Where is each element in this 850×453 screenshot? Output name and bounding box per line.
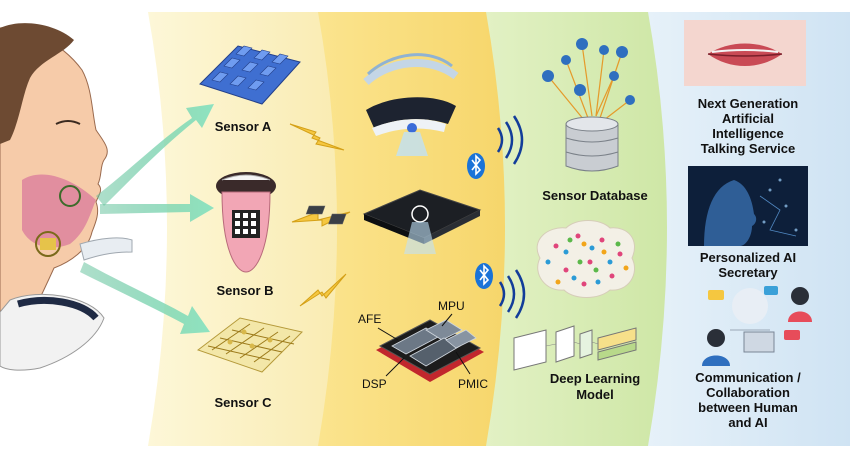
face-profile-illustration [0, 23, 133, 371]
database-icon [542, 38, 635, 172]
wireless-signal-icon [498, 269, 526, 319]
human-ai-collaboration-illustration [702, 286, 812, 366]
ai-secretary-label: Personalized AI Secretary [678, 250, 818, 280]
talking-service-line: Artificial [721, 111, 774, 126]
collaboration-line: and AI [728, 415, 768, 430]
arrow-to-sensor-c [80, 262, 210, 334]
chip-label-mpu: MPU [438, 299, 465, 313]
collaboration-line: between Human [698, 400, 798, 415]
bluetooth-icon [475, 263, 493, 289]
headset-device [363, 53, 459, 156]
deep-learning-label-line: Model [576, 387, 614, 402]
ai-secretary-line: Secretary [718, 265, 778, 280]
lips-photo [684, 20, 806, 86]
processor-chip [376, 313, 484, 382]
chip-label-afe: AFE [358, 312, 382, 326]
sensor-c-label: Sensor C [214, 395, 272, 410]
chip-label-dsp: DSP [362, 377, 387, 391]
deep-learning-schematic [513, 325, 637, 371]
bluetooth-icon [467, 153, 485, 179]
talking-service-label: Next Generation Artificial Intelligence … [678, 96, 818, 156]
chip-label-pmic: PMIC [458, 377, 488, 391]
collaboration-line: Collaboration [706, 385, 790, 400]
ai-secretary-line: Personalized AI [699, 250, 797, 265]
talking-service-line: Next Generation [697, 96, 799, 111]
sensor-b-label: Sensor B [216, 283, 274, 298]
collaboration-line: Communication / [695, 370, 801, 385]
talking-service-line: Intelligence [712, 126, 784, 141]
talking-service-line: Talking Service [700, 141, 796, 156]
sensor-a-label: Sensor A [214, 119, 272, 134]
brain-network-icon [536, 220, 635, 298]
deep-learning-label: Deep Learning Model [520, 371, 670, 403]
tongue-sensor [216, 172, 276, 273]
arrow-to-sensor-a [96, 104, 214, 206]
sensor-database-label: Sensor Database [542, 188, 648, 203]
wireless-signal-icon [496, 115, 524, 165]
ai-face-photo [688, 166, 808, 246]
signal-bolt-c [299, 273, 347, 307]
deep-learning-label-line: Deep Learning [549, 371, 641, 386]
sensor-c-circuit [196, 317, 303, 373]
sensor-a-patch [199, 45, 301, 105]
signal-bolt-a [289, 123, 345, 151]
arrow-to-sensor-b [100, 194, 214, 222]
collaboration-label: Communication / Collaboration between Hu… [678, 370, 818, 430]
pcb-board [305, 189, 482, 254]
